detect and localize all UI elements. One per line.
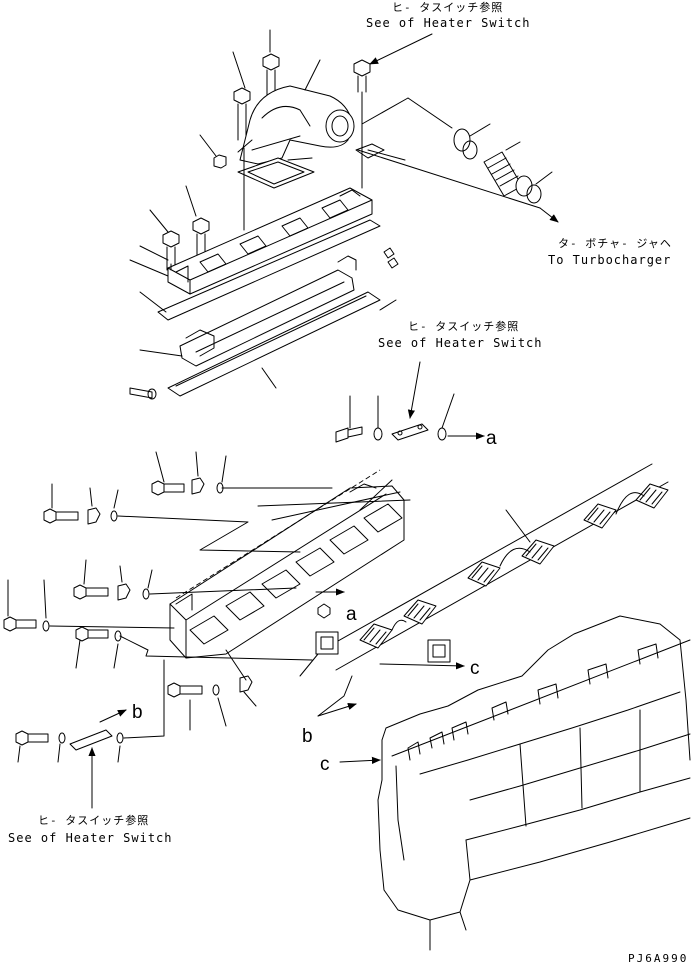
elbow-outlet — [325, 109, 355, 143]
ref-a-mid: a — [486, 428, 497, 449]
terminal-set-mid — [335, 423, 447, 443]
bolt-row-2 — [43, 507, 118, 525]
gasket-elbow — [237, 157, 315, 189]
ref-a-manifold: a — [346, 604, 357, 625]
ref-b-manifold: b — [132, 702, 143, 723]
bolt-row-1 — [151, 477, 224, 496]
ref-c-engine: c — [320, 754, 330, 775]
connector-3 — [467, 561, 501, 587]
clamp-2 — [515, 175, 533, 197]
connector-2 — [403, 599, 437, 625]
bolt-row-5 — [167, 675, 253, 698]
turbo-arrow — [539, 207, 559, 223]
bolt-row-6 — [15, 729, 124, 751]
turbo-hose-group: タ- ボチャ- ジャヘ To Turbocharger — [453, 123, 672, 267]
bolt-row-4 — [3, 616, 122, 642]
heater-switch-callout-top: ヒ- タスイッチ参照 See of Heater Switch — [366, 0, 531, 65]
plug — [317, 603, 331, 619]
connector-5 — [583, 503, 617, 529]
connector-6 — [635, 483, 669, 509]
gasket-square-2 — [427, 639, 451, 663]
heater-housing-assembly — [129, 144, 399, 400]
ref-b-engine: b — [302, 726, 313, 747]
gasket-upper — [157, 219, 381, 321]
heater-switch-mid-en: See of Heater Switch — [378, 336, 543, 350]
nut-small — [213, 154, 227, 169]
heater-switch-callout-mid: ヒ- タスイッチ参照 See of Heater Switch a — [335, 319, 543, 449]
bolt-housing-2 — [192, 217, 210, 259]
connector-4 — [521, 539, 555, 565]
turbo-label-en: To Turbocharger — [548, 253, 671, 267]
connector-1 — [359, 623, 393, 649]
turbo-label-jp: タ- ボチャ- ジャヘ — [558, 237, 672, 250]
heater-switch-top-jp: ヒ- タスイッチ参照 — [392, 0, 503, 14]
gasket-lower — [167, 291, 381, 397]
elbow-connector — [239, 85, 353, 165]
intake-connector-upper-assembly — [199, 29, 541, 209]
drawing-code: PJ6A990 — [628, 952, 688, 965]
bolt-row-3 — [73, 583, 150, 601]
clamp-1 — [453, 128, 471, 152]
heater-switch-top-arrow — [369, 33, 433, 65]
intake-manifold-assembly: a b — [3, 451, 411, 763]
gasket-square-1 — [315, 631, 339, 655]
ref-c-chain: c — [470, 658, 480, 679]
heater-cable-chain: c b — [299, 463, 669, 747]
heater-switch-bottom-en: See of Heater Switch — [8, 831, 173, 845]
heater-switch-callout-bottom: ヒ- タスイッチ参照 See of Heater Switch — [8, 747, 173, 845]
heater-switch-top-en: See of Heater Switch — [366, 16, 531, 30]
engine-block-outline: c — [320, 615, 691, 951]
terminal-bracket — [383, 247, 399, 269]
heater-switch-mid-jp: ヒ- タスイッチ参照 — [408, 319, 519, 333]
intake-manifold — [169, 485, 405, 659]
sensor-plug — [129, 387, 153, 399]
bolt-top-3 — [353, 59, 371, 146]
heater-switch-bottom-jp: ヒ- タスイッチ参照 — [38, 813, 149, 827]
